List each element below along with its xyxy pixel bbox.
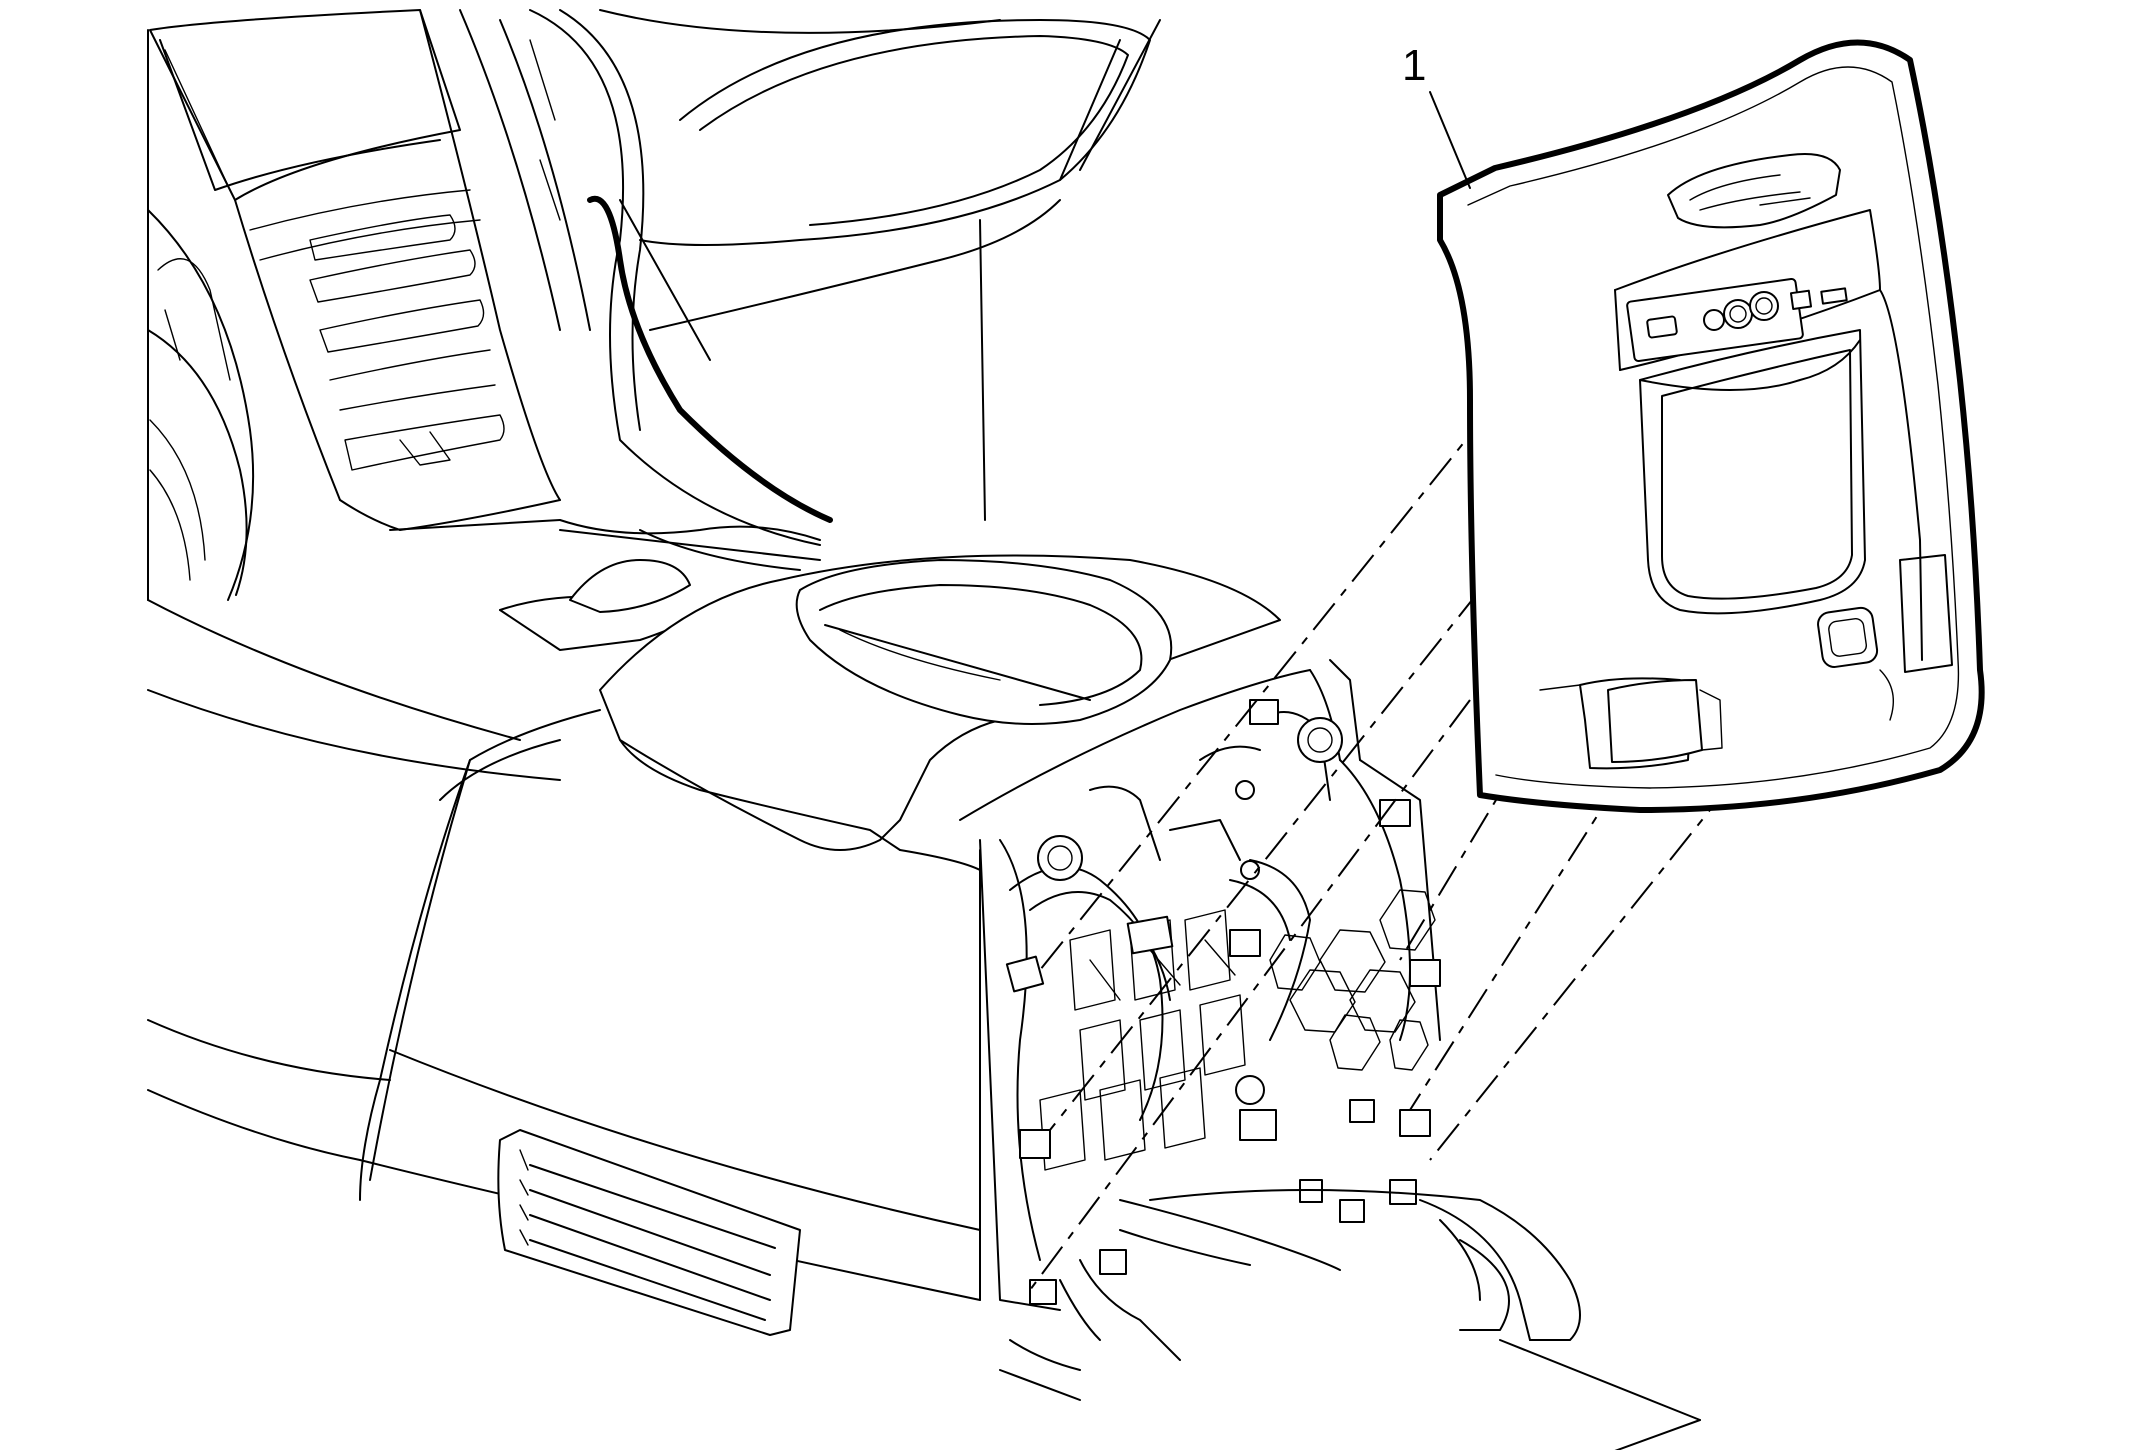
center-stack xyxy=(147,9,821,781)
callout-1: 1 xyxy=(1402,41,1471,189)
hex-pattern xyxy=(1269,889,1436,1071)
explode-lines xyxy=(1029,409,1731,1291)
callout-1-leader xyxy=(1429,91,1471,189)
console-rear-frame xyxy=(959,659,1701,1450)
rear-panel-part-1 xyxy=(1437,39,1985,813)
console-body xyxy=(147,554,1281,1336)
passenger-trim xyxy=(529,9,1161,546)
callout-1-label: 1 xyxy=(1402,41,1426,90)
